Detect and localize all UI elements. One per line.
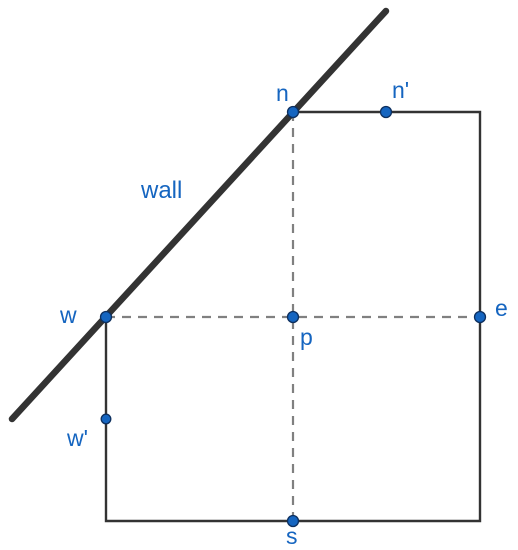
label-n: n: [276, 80, 289, 106]
point-s: [286, 514, 300, 528]
label-n-prime: n': [392, 77, 409, 103]
label-p: p: [300, 324, 313, 350]
point-w-prime: [100, 413, 112, 425]
label-w: w: [59, 302, 77, 328]
point-n: [286, 105, 300, 119]
label-e: e: [495, 295, 508, 321]
wall-line: [8, 7, 390, 423]
point-w: [99, 310, 113, 324]
label-w-prime: w': [66, 425, 88, 451]
point-p: [286, 310, 300, 324]
point-n-prime: [379, 105, 393, 119]
cell-boundary: [104, 110, 482, 523]
label-wall: wall: [140, 177, 182, 204]
point-e: [473, 310, 487, 324]
label-s: s: [286, 523, 298, 549]
